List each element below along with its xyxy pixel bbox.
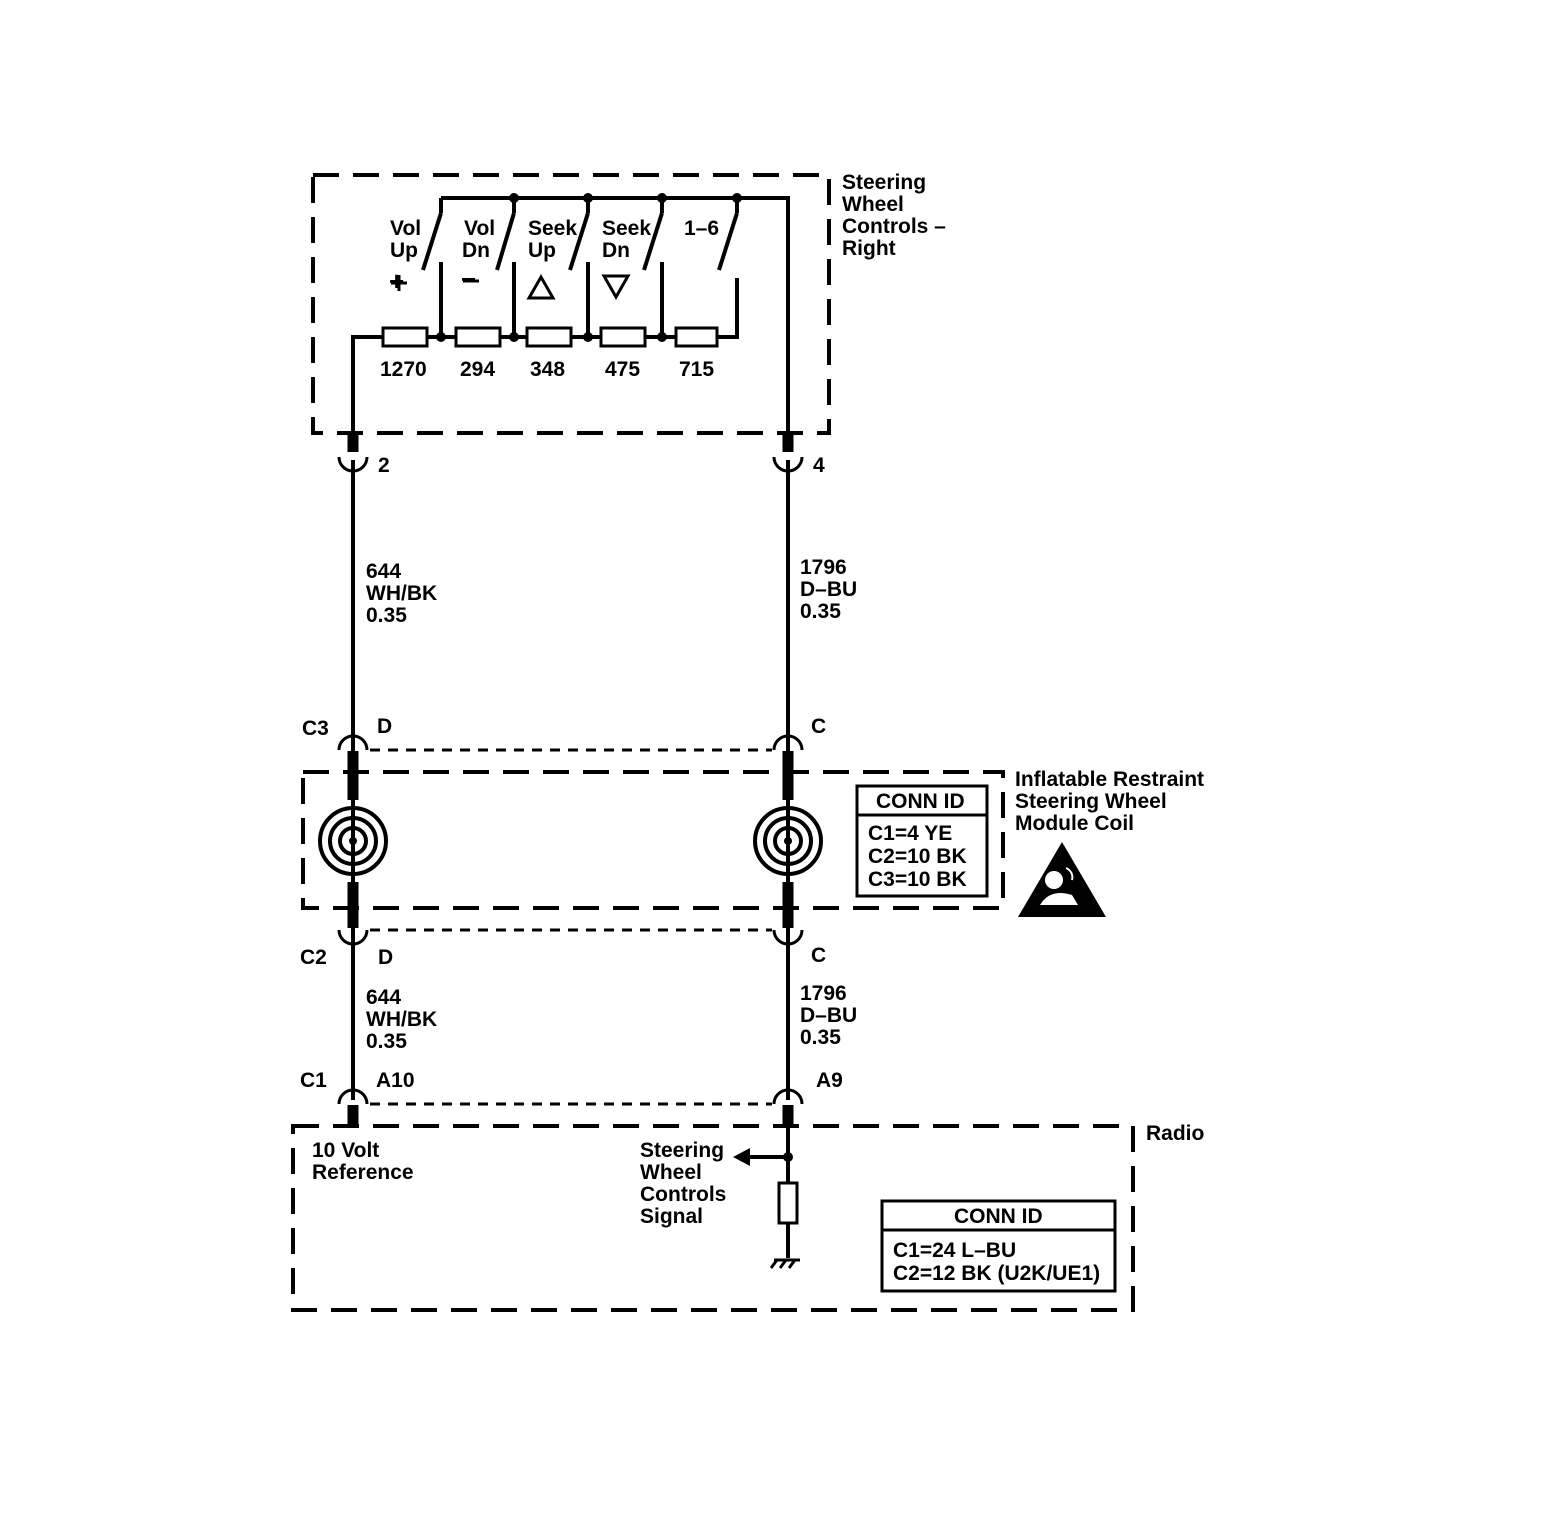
switch-label: Seek — [602, 217, 651, 240]
wire-color: WH/BK — [366, 1008, 437, 1031]
radio-box — [291, 1124, 1135, 1312]
resistor-value: 348 — [530, 358, 565, 381]
conn-id-line: C1=24 L–BU — [893, 1239, 1016, 1262]
conn-id-line: C3=10 BK — [868, 868, 967, 891]
terminal-c2-c — [772, 929, 804, 946]
triangle-up-icon — [526, 273, 556, 300]
coil-module-label: Inflatable Restraint Steering Wheel Modu… — [1015, 768, 1210, 835]
wire-labels: 644 WH/BK 0.35 1796 D–BU 0.35 644 WH/BK … — [366, 556, 857, 1053]
wire-size: 0.35 — [800, 1026, 841, 1049]
arrow-left-icon — [733, 1148, 750, 1166]
wire-size: 0.35 — [366, 604, 407, 627]
wire-color: D–BU — [800, 578, 857, 601]
wire-color: WH/BK — [366, 582, 437, 605]
steering-controls-label: Steering Wheel Controls – Right — [842, 171, 952, 260]
connector-label: C1 — [300, 1069, 327, 1092]
terminal-c3-c — [772, 734, 804, 751]
pin-label: D — [377, 715, 392, 738]
wire-circuit: 644 — [366, 560, 401, 583]
conn-id-line: C2=10 BK — [868, 845, 967, 868]
radio-label: Radio — [1146, 1122, 1204, 1145]
signal-label: Steering Wheel Controls Signal — [640, 1139, 732, 1228]
terminal-c1-a10 — [337, 1088, 369, 1105]
switch-label: Vol — [464, 217, 495, 240]
ladder-wire — [351, 335, 383, 440]
pin-label: 4 — [813, 454, 825, 477]
conn-id-title: CONN ID — [876, 790, 965, 813]
switch-common-bus — [441, 196, 790, 440]
connector-label: C3 — [302, 717, 329, 740]
ladder-junction — [436, 332, 446, 342]
resistor-348 — [525, 326, 573, 348]
resistor-715 — [674, 326, 719, 348]
ladder-junction — [509, 332, 519, 342]
circuit-wires — [351, 460, 790, 1100]
resistor-value: 715 — [679, 358, 714, 381]
steering-wheel-controls-box — [311, 173, 831, 435]
signal-junction — [783, 1152, 793, 1162]
wire-circuit: 1796 — [800, 982, 847, 1005]
wire-size: 0.35 — [800, 600, 841, 623]
switch-label: Dn — [462, 239, 490, 262]
reference-label: 10 Volt Reference — [312, 1139, 414, 1184]
pin-label: C — [811, 715, 826, 738]
switch-label: Dn — [602, 239, 630, 262]
conn-id-title: CONN ID — [954, 1205, 1043, 1228]
switch-label: Up — [390, 239, 418, 262]
pin-label: D — [378, 946, 393, 969]
triangle-down-icon — [601, 274, 631, 301]
wire-circuit: 644 — [366, 986, 401, 1009]
switch-label: Vol — [390, 217, 421, 240]
terminal-pin-4 — [772, 456, 804, 473]
resistor-value: 1270 — [380, 358, 427, 381]
radio-conn-id-box: CONN ID C1=24 L–BU C2=12 BK (U2K/UE1) — [880, 1199, 1117, 1293]
ladder-junction — [657, 332, 667, 342]
switch-seek-dn — [586, 198, 664, 337]
switch-symbol: + — [389, 266, 404, 296]
airbag-warning-icon — [1018, 842, 1106, 917]
conn-id-line: C2=12 BK (U2K/UE1) — [893, 1262, 1100, 1285]
connector-terminals — [337, 433, 804, 1126]
pull-down-resistor — [777, 1181, 799, 1225]
terminal-c1-a9 — [772, 1088, 804, 1105]
resistor-value: 294 — [460, 358, 495, 381]
resistor-294 — [454, 326, 502, 348]
switch-vol-up — [391, 198, 443, 291]
switch-label: Up — [528, 239, 556, 262]
resistor-475 — [599, 326, 647, 348]
connector-label: C2 — [300, 946, 327, 969]
switch-vol-dn — [439, 198, 516, 337]
ground-icon — [769, 1258, 800, 1269]
pin-labels: 2 4 C3 D C C2 D C C1 A10 A9 — [300, 454, 843, 1092]
switch-label: 1–6 — [684, 217, 719, 240]
resistor-1270 — [381, 326, 429, 348]
pin-label: A9 — [816, 1069, 843, 1092]
wire-circuit: 1796 — [800, 556, 847, 579]
ladder-junction — [583, 332, 593, 342]
wire-color: D–BU — [800, 1004, 857, 1027]
switch-1-6 — [660, 198, 739, 339]
terminal-c2-d — [337, 929, 369, 946]
switch-label: Seek — [528, 217, 577, 240]
clockspring-coil-icon — [753, 775, 823, 905]
pin-label: C — [811, 944, 826, 967]
switch-symbol: − — [461, 264, 476, 294]
resistor-value: 475 — [605, 358, 640, 381]
conn-id-line: C1=4 YE — [868, 822, 952, 845]
coil-conn-id-box: CONN ID C1=4 YE C2=10 BK C3=10 BK — [855, 784, 989, 898]
clockspring-coil-icon — [318, 775, 388, 905]
switch-seek-up — [512, 198, 590, 337]
coil-module-box — [301, 770, 1005, 910]
steering-wheel-controls-module: Steering Wheel Controls – Right — [311, 171, 952, 440]
terminal-pin-2 — [337, 456, 369, 473]
coil-module: Inflatable Restraint Steering Wheel Modu… — [301, 768, 1210, 917]
pin-label: A10 — [376, 1069, 415, 1092]
wire-size: 0.35 — [366, 1030, 407, 1053]
terminal-c3-d — [337, 734, 369, 751]
radio-module: Radio 10 Volt Reference Steering Wheel C… — [291, 1122, 1204, 1312]
pin-label: 2 — [378, 454, 390, 477]
